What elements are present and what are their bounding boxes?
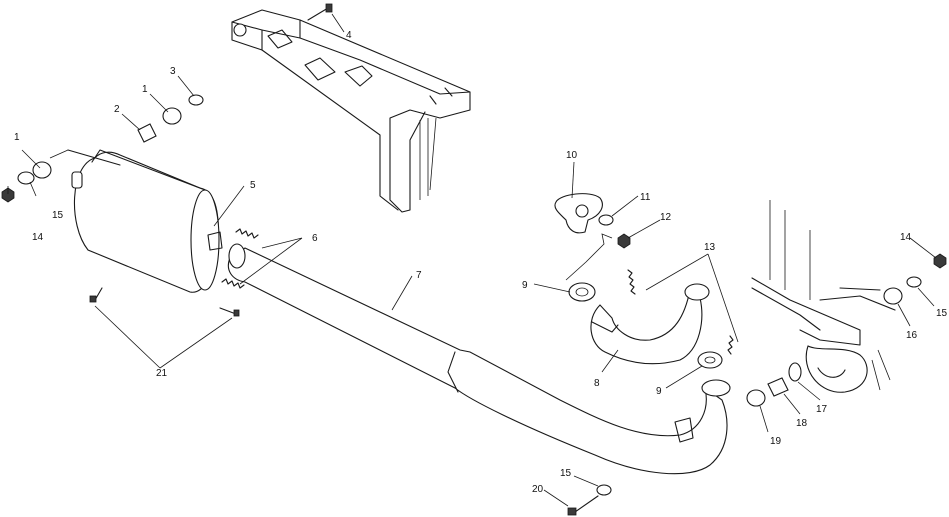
callout-2: 2 <box>114 104 120 115</box>
callout-7: 7 <box>416 270 422 281</box>
callout-5: 5 <box>250 180 256 191</box>
callout-14-right: 14 <box>900 232 912 243</box>
rear-frame <box>751 200 896 393</box>
callout-18: 18 <box>796 418 808 429</box>
muffler <box>67 149 223 293</box>
callout-8: 8 <box>594 378 600 389</box>
callout-1-upper: 1 <box>142 84 148 95</box>
callout-labels: 1 14 15 2 1 3 4 5 6 7 8 9 9 10 11 12 13 … <box>14 30 948 495</box>
callout-15-right: 15 <box>936 308 948 319</box>
callout-6: 6 <box>312 233 318 244</box>
hardware <box>1 3 947 516</box>
callout-21: 21 <box>156 368 168 379</box>
callout-9-upper: 9 <box>522 280 528 291</box>
callout-14-left: 14 <box>32 232 44 243</box>
callout-12: 12 <box>660 212 672 223</box>
callout-4: 4 <box>346 30 352 41</box>
callout-15-lower: 15 <box>560 468 572 479</box>
callout-1-left: 1 <box>14 132 20 143</box>
callout-19: 19 <box>770 436 782 447</box>
callout-10: 10 <box>566 150 578 161</box>
tailpipe <box>227 243 731 475</box>
callout-16: 16 <box>906 330 918 341</box>
callout-11: 11 <box>640 192 651 203</box>
callout-20: 20 <box>532 484 544 495</box>
upper-frame <box>231 9 471 213</box>
callout-15-left: 15 <box>52 210 64 221</box>
callout-3: 3 <box>170 66 176 77</box>
callout-13: 13 <box>704 242 716 253</box>
front-exhaust-pipe <box>590 283 710 365</box>
leader-lines <box>7 13 937 507</box>
callout-9-lower: 9 <box>656 386 662 397</box>
callout-17: 17 <box>816 404 828 415</box>
